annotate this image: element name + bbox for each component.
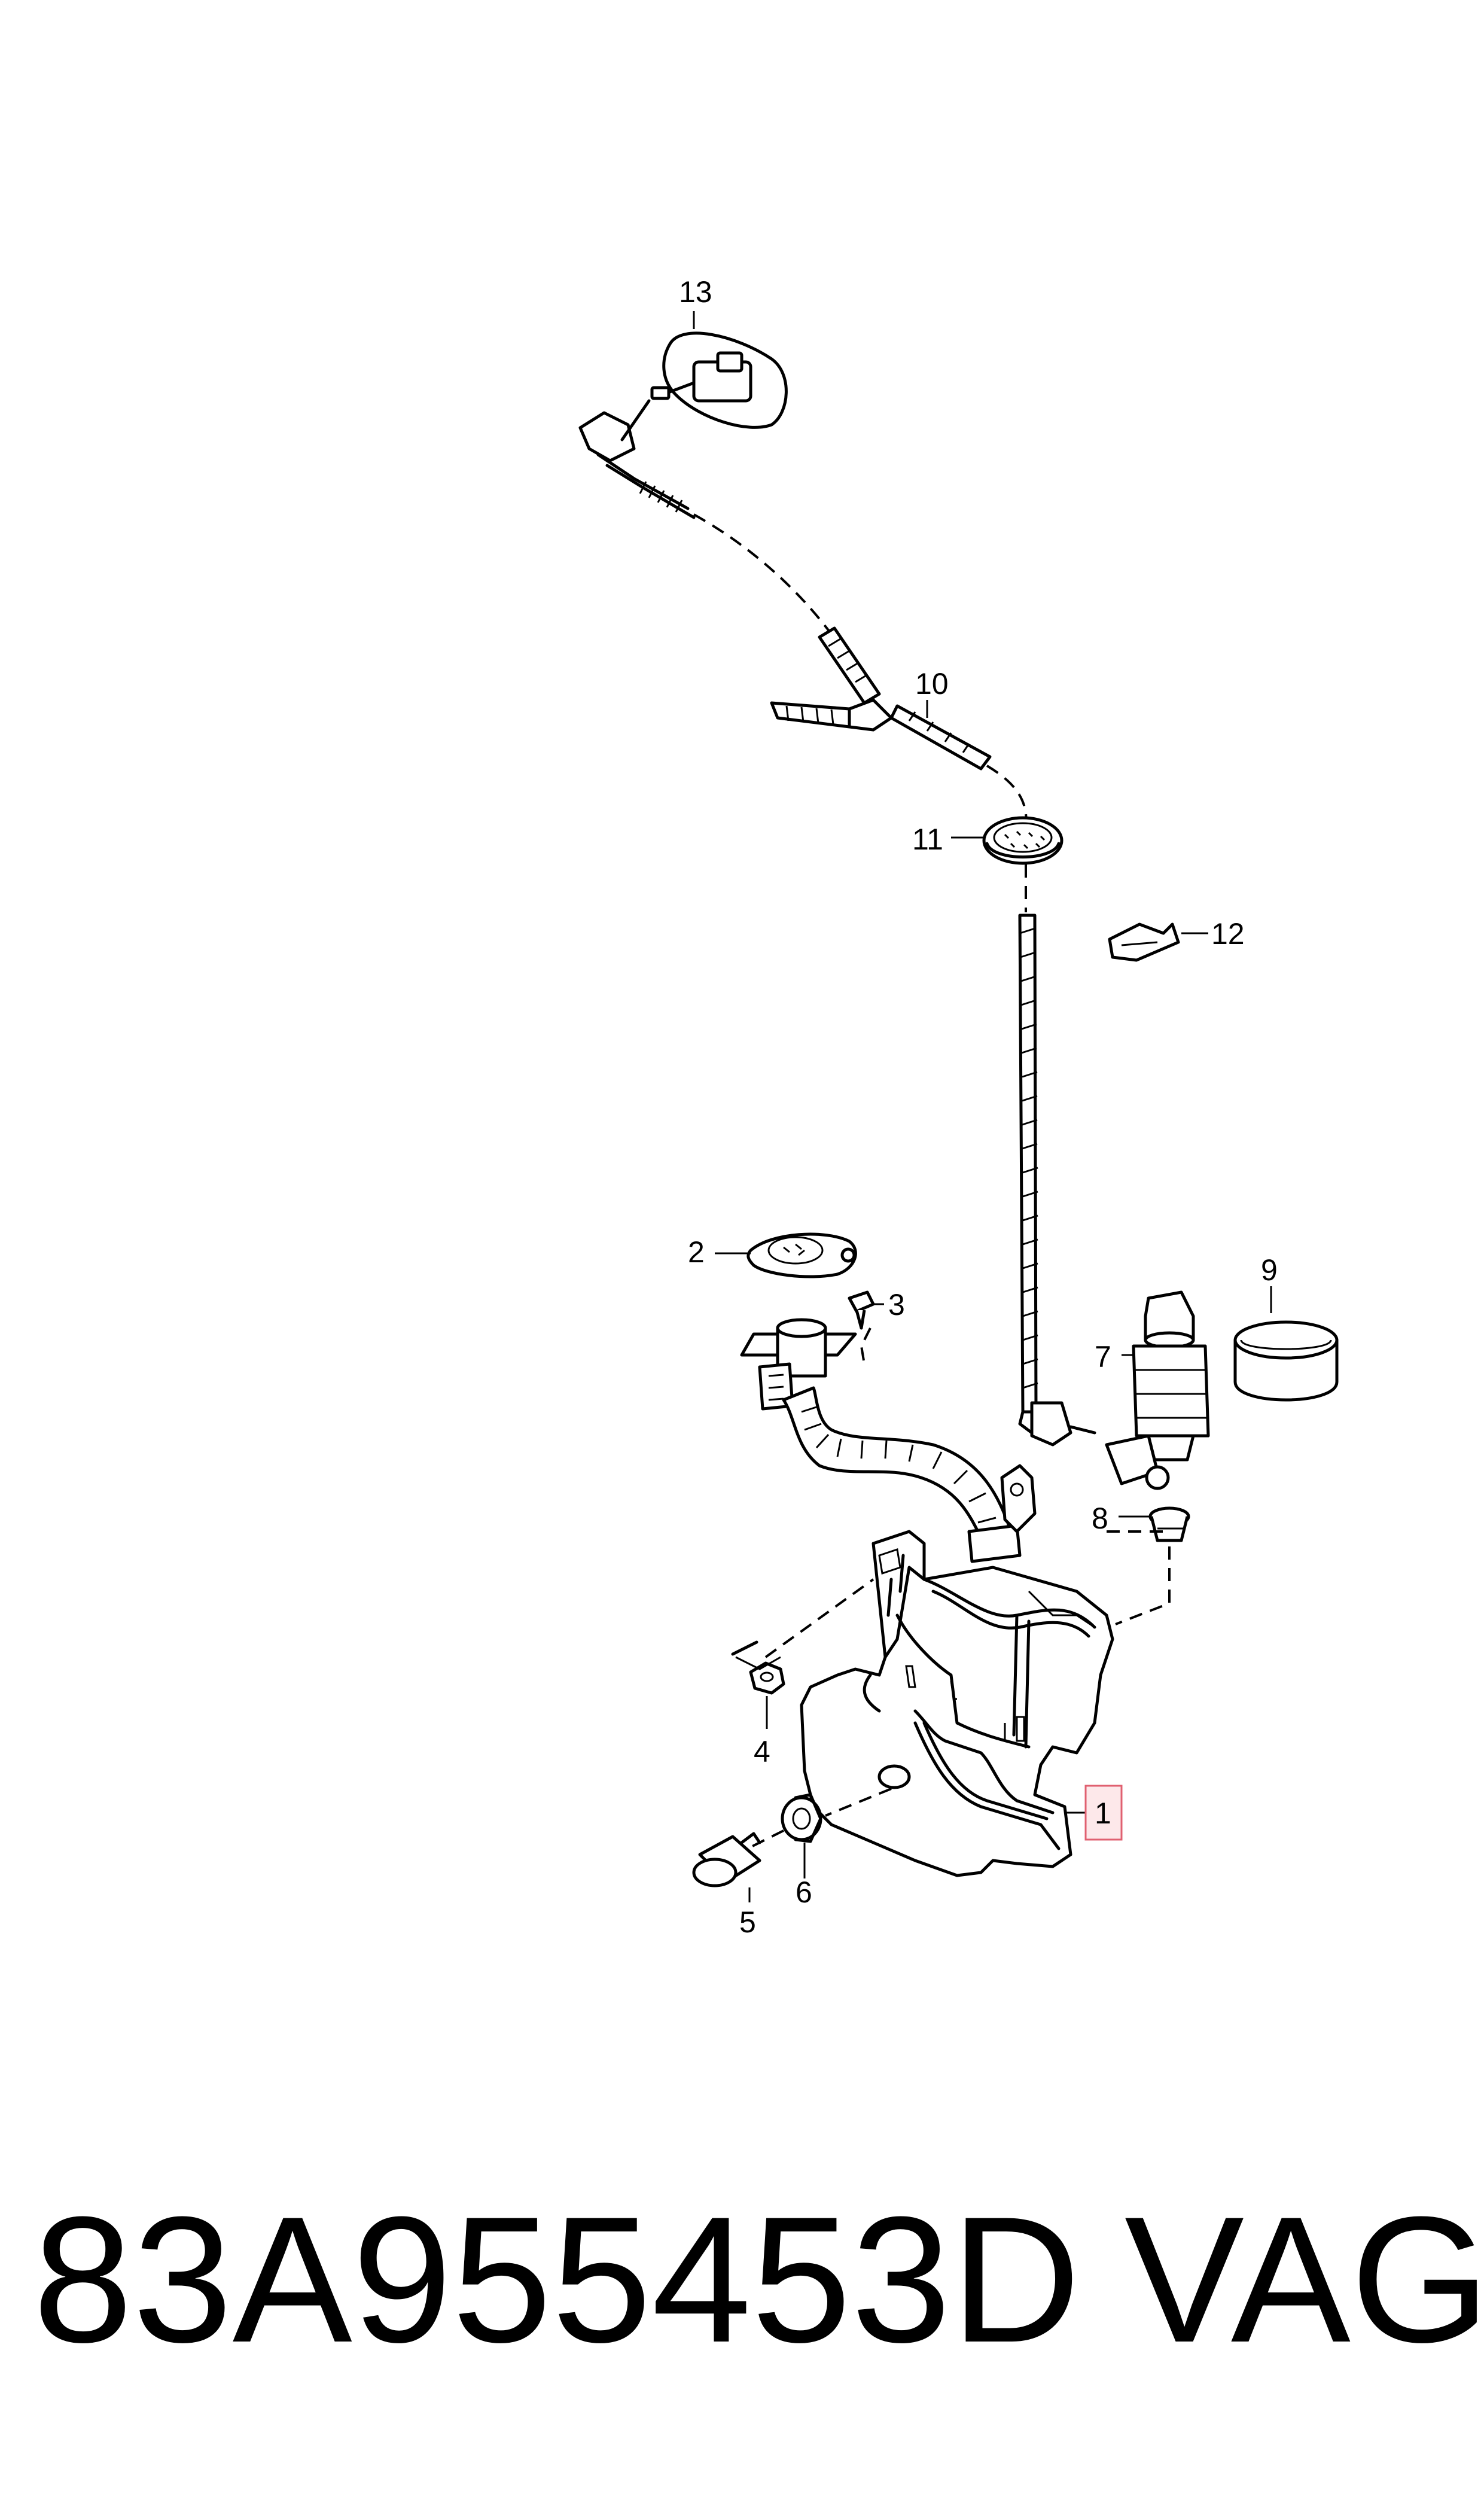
callout-2[interactable]: 2 [688, 1235, 705, 1269]
callout-10[interactable]: 10 [915, 667, 949, 701]
callout-1[interactable]: 1 [1095, 1797, 1111, 1830]
callout-11[interactable]: 11 [912, 823, 943, 856]
callout-4[interactable]: 4 [754, 1735, 770, 1768]
part-number: 83A955453D [33, 2179, 1081, 2380]
assembly-lines [731, 1327, 1171, 1850]
callout-3[interactable]: 3 [888, 1288, 905, 1322]
seal-part-6[interactable] [781, 1793, 822, 1843]
callout-5[interactable]: 5 [739, 1905, 756, 1939]
callout-9[interactable]: 9 [1261, 1253, 1278, 1287]
washer-hose-vertical [1018, 864, 1096, 1447]
callout-7[interactable]: 7 [1095, 1340, 1111, 1374]
callout-6[interactable]: 6 [796, 1875, 812, 1909]
brand-label: VAG [1125, 2179, 1484, 2380]
screw-part-3[interactable] [848, 1290, 875, 1330]
seal-ring-part-9[interactable] [1233, 1320, 1339, 1402]
washer-nozzle-part-13[interactable] [650, 331, 788, 429]
washer-pump-part-7[interactable] [1105, 1290, 1210, 1490]
nut-part-4[interactable] [749, 1661, 785, 1695]
pump-grommet-part-8[interactable] [1148, 1506, 1190, 1542]
callout-labels: 1 2 3 4 5 6 7 8 9 10 11 12 13 [679, 275, 1278, 1939]
washer-hose-y-piece-part-10[interactable] [770, 626, 1028, 829]
filler-neck [740, 1318, 1037, 1563]
washer-fluid-reservoir-part-1[interactable] [800, 1530, 1114, 1877]
callout-13[interactable]: 13 [679, 275, 712, 309]
filler-cap-part-2[interactable] [746, 1232, 857, 1278]
callout-8[interactable]: 8 [1092, 1502, 1108, 1535]
clip-part-12[interactable] [1108, 922, 1180, 962]
leader-lines [693, 311, 1272, 1902]
level-sensor-part-5[interactable] [692, 1832, 761, 1887]
callout-12[interactable]: 12 [1211, 917, 1245, 951]
grommet-part-11[interactable] [982, 816, 1064, 865]
washer-hose-upper [578, 399, 833, 635]
callout-1-highlight [1084, 1785, 1123, 1841]
